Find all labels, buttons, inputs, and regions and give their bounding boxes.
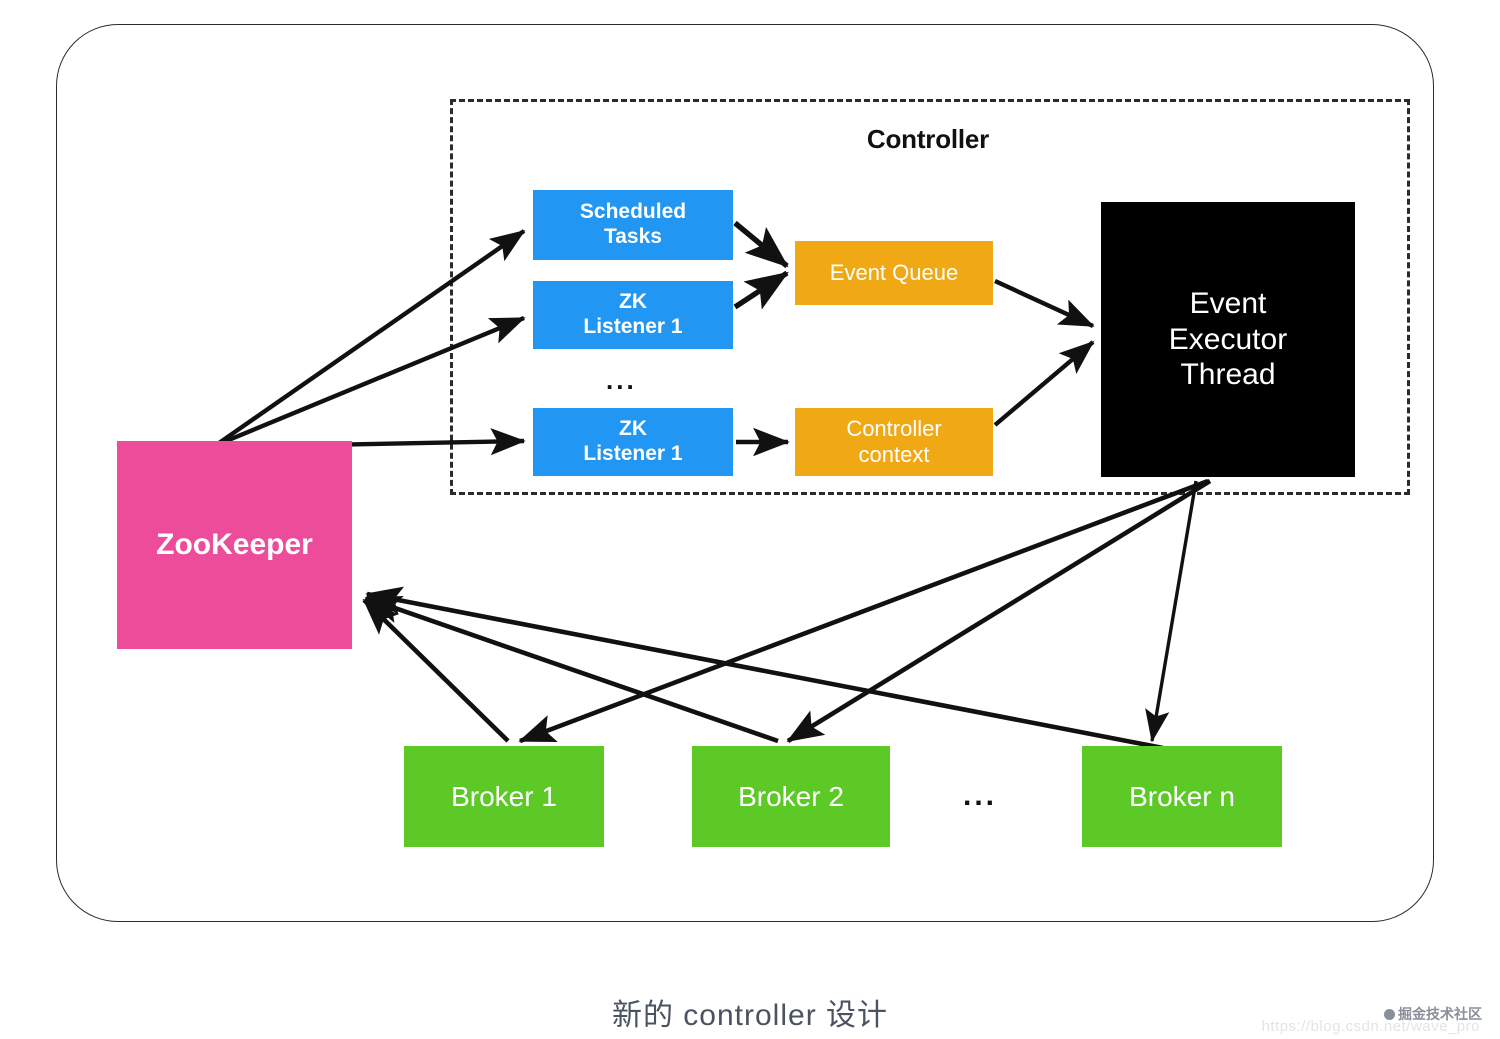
node-event-queue[interactable]: Event Queue xyxy=(795,241,993,305)
node-zk-listener-1-last[interactable]: ZK Listener 1 xyxy=(533,408,733,476)
node-scheduled-tasks[interactable]: Scheduled Tasks xyxy=(533,190,733,260)
node-broker-n[interactable]: Broker n xyxy=(1082,746,1282,847)
watermark-badge: 掘金技术社区 xyxy=(1384,1004,1482,1024)
node-zk-listener-1-first[interactable]: ZK Listener 1 xyxy=(533,281,733,349)
node-broker-2[interactable]: Broker 2 xyxy=(692,746,890,847)
node-zookeeper[interactable]: ZooKeeper xyxy=(117,441,352,649)
watermark-logo-icon xyxy=(1384,1008,1395,1020)
node-controller-context[interactable]: Controller context xyxy=(795,408,993,476)
diagram-outer-frame xyxy=(56,24,1434,922)
controller-group-title: Controller xyxy=(866,124,990,154)
node-broker-1[interactable]: Broker 1 xyxy=(404,746,604,847)
node-event-executor-thread[interactable]: Event Executor Thread xyxy=(1101,202,1355,477)
ellipsis-listeners: ... xyxy=(606,365,637,395)
watermark-text: 掘金技术社区 xyxy=(1398,1006,1482,1022)
watermark-url: https://blog.csdn.net/wave_pro xyxy=(1261,1018,1480,1035)
ellipsis-brokers: ... xyxy=(963,779,998,812)
diagram-caption: 新的 controller 设计 xyxy=(611,999,889,1032)
